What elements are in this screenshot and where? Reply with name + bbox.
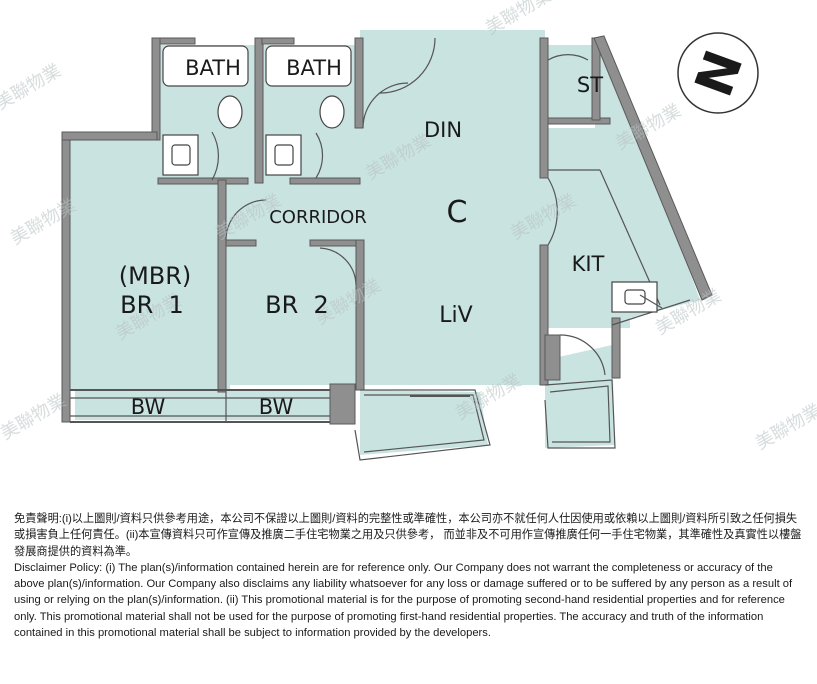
watermark-text: 美聯物業 [752,400,817,454]
room-label-st: ST [577,73,603,97]
room-label-br2: BR 2 [265,291,329,319]
bath-fixtures [162,45,352,176]
floor-plan: N 美聯物業 美聯物業 美聯物業 美聯物業 美聯物業 美聯物業 美聯物業 美聯物… [0,0,817,461]
room-label-c: C [447,195,468,230]
compass: N [677,32,759,114]
watermark-text: 美聯物業 [0,390,70,444]
room-label-corridor: CORRIDOR [269,207,367,228]
room-label-bw-1: BW [131,395,166,419]
room-labels: BATH BATH ST DIN C CORRIDOR KIT (MBR) BR… [119,56,605,419]
room-label-mbr: (MBR) [119,262,192,290]
room-label-bath-1: BATH [185,56,241,80]
door-swings [211,37,606,376]
room-label-din: DIN [424,118,462,142]
disclaimer-english: Disclaimer Policy: (i) The plan(s)/infor… [14,561,793,640]
walls [61,35,713,425]
kitchen-fixtures [611,281,663,313]
room-label-bw-2: BW [259,395,294,419]
disclaimer: 免責聲明:(i)以上圖則/資料只供參考用途，本公司不保證以上圖則/資料的完整性或… [14,511,804,641]
watermark-text: 美聯物業 [0,60,65,114]
disclaimer-chinese: 免責聲明:(i)以上圖則/資料只供參考用途，本公司不保證以上圖則/資料的完整性或… [14,513,802,558]
room-fills [70,30,700,455]
room-label-bath-2: BATH [286,56,342,80]
room-label-liv: LiV [439,303,472,328]
room-label-kit: KIT [572,252,605,276]
room-label-br1: BR 1 [120,291,184,319]
